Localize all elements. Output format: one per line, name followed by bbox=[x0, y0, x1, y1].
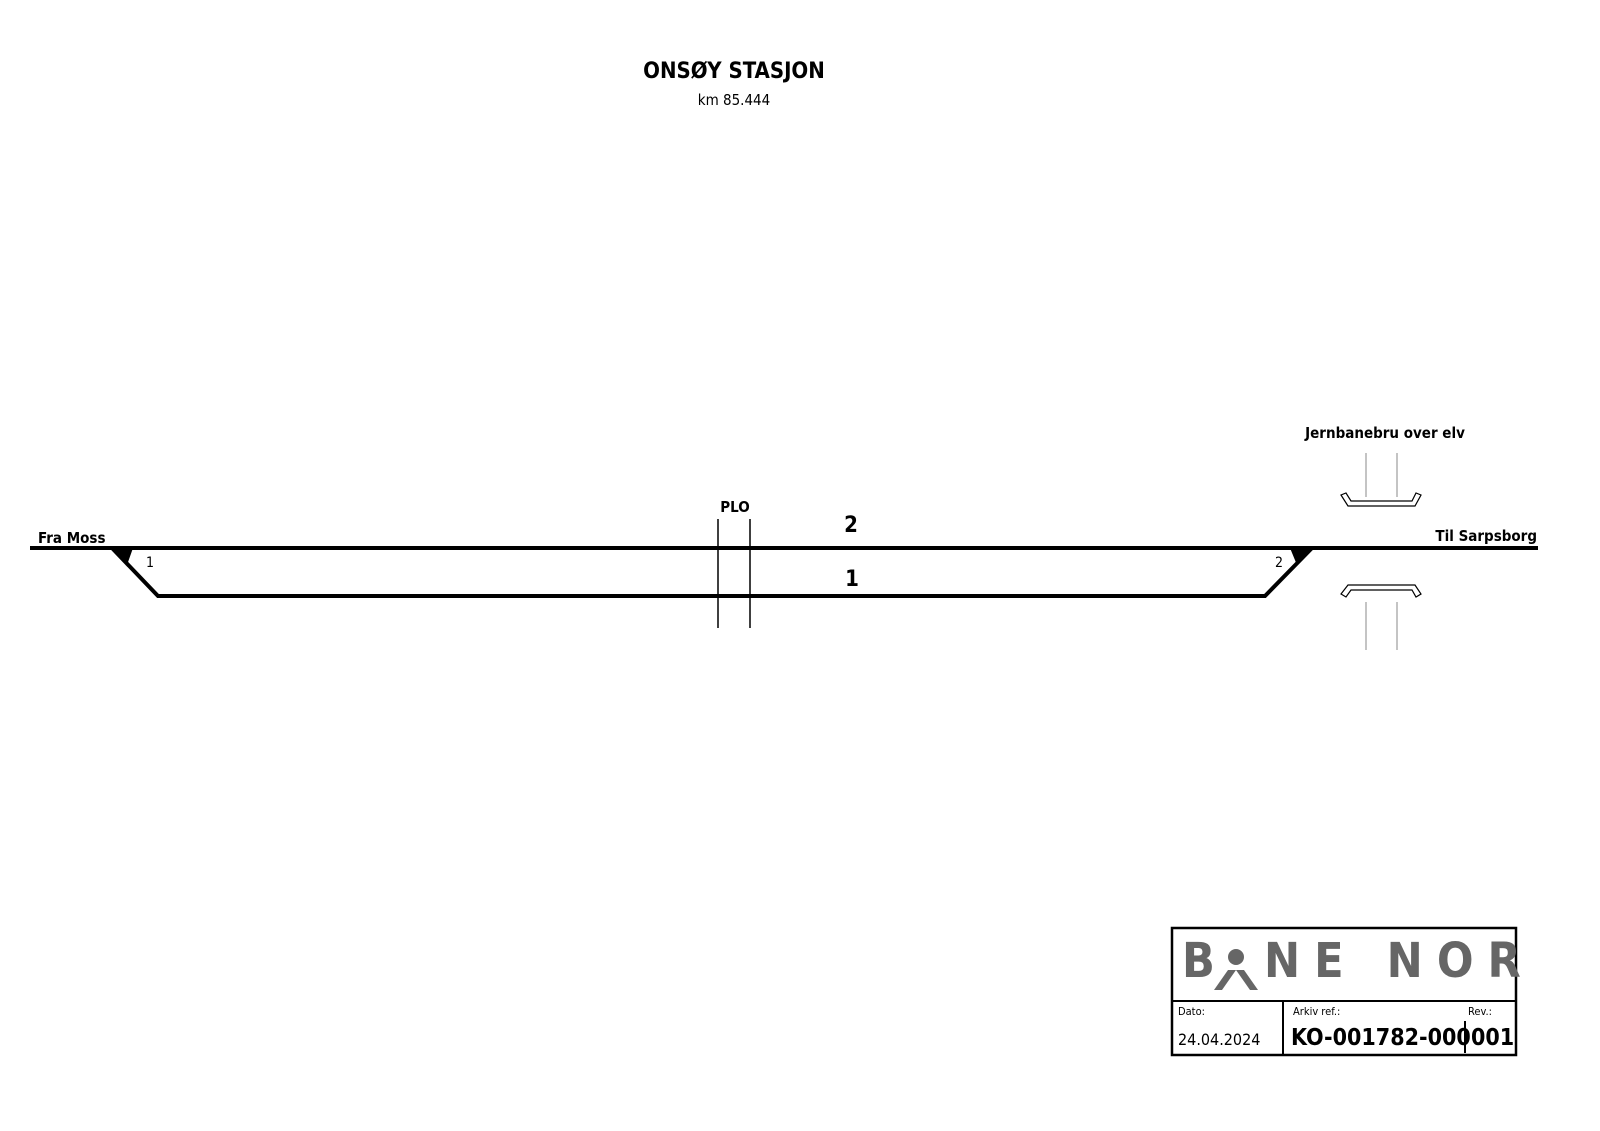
switch-2-marker bbox=[1290, 548, 1314, 565]
from-label: Fra Moss bbox=[38, 529, 106, 547]
rev-label: Rev.: bbox=[1468, 1005, 1492, 1018]
svg-text:B: B bbox=[1182, 933, 1229, 989]
switch-2-label: 2 bbox=[1275, 555, 1283, 571]
bane-nor-logo: B NE NOR bbox=[1182, 933, 1535, 990]
switch-1-marker bbox=[110, 548, 133, 565]
station-title: ONSØY STASJON bbox=[643, 59, 825, 84]
switch-1-label: 1 bbox=[146, 555, 154, 571]
archive-value: KO-001782-000 bbox=[1291, 1025, 1471, 1051]
track-1-number: 1 bbox=[845, 567, 859, 592]
svg-text:NE NOR: NE NOR bbox=[1264, 933, 1535, 989]
archive-label: Arkiv ref.: bbox=[1293, 1005, 1340, 1018]
track-2-number: 2 bbox=[844, 513, 858, 538]
bridge-upper-icon bbox=[1340, 492, 1422, 507]
to-label: Til Sarpsborg bbox=[1435, 527, 1537, 545]
km-marker: km 85.444 bbox=[698, 91, 770, 109]
bridge-lower-icon bbox=[1340, 584, 1422, 598]
bridge-label: Jernbanebru over elv bbox=[1304, 424, 1465, 442]
plo-label: PLO bbox=[720, 498, 749, 516]
title-block: B NE NOR Dato: 24.04.2024 Arkiv ref.: KO… bbox=[1170, 926, 1535, 1057]
date-value: 24.04.2024 bbox=[1178, 1030, 1260, 1049]
date-label: Dato: bbox=[1178, 1005, 1205, 1018]
bridge-symbol bbox=[1365, 453, 1398, 650]
track-1-line bbox=[110, 546, 1314, 598]
rev-value: 001 bbox=[1471, 1025, 1514, 1051]
